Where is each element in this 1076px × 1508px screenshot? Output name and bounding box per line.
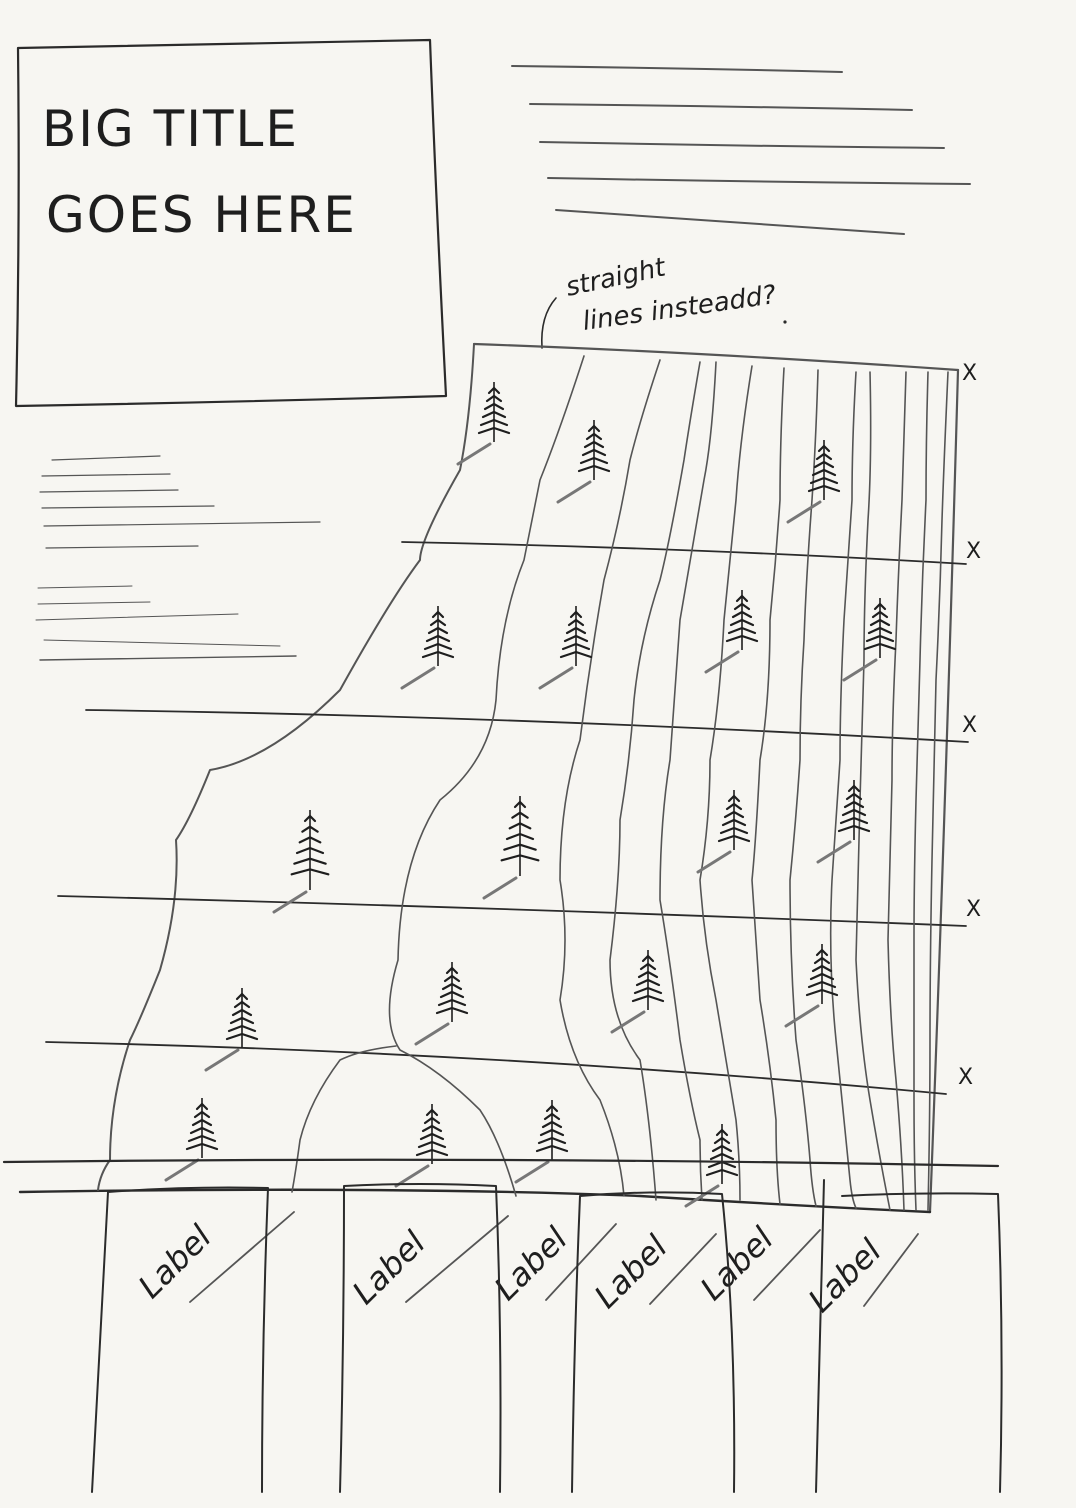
pine-tree-icon [610, 950, 665, 1034]
intro-text-placeholder [511, 65, 971, 235]
pine-tree-icon [556, 420, 611, 504]
pine-tree-icon [816, 780, 871, 864]
pine-tree-icon [394, 1104, 449, 1188]
pine-tree-icon [784, 944, 839, 1028]
annotation-note: straight lines insteadd? [540, 252, 787, 349]
title-line-2: GOES HERE [46, 186, 357, 244]
pine-tree-icon [272, 810, 330, 914]
row-marker-3: X [962, 713, 977, 738]
gridline-1 [401, 541, 967, 565]
title-line-1: BIG TITLE [42, 100, 299, 158]
pine-tree-icon [204, 988, 259, 1072]
pine-tree-icon [684, 1124, 739, 1208]
pine-tree-icon [696, 790, 751, 874]
card-4 [815, 1179, 1003, 1493]
card-2 [339, 1183, 502, 1493]
row-marker-1: X [962, 361, 977, 386]
pine-tree-icon [482, 796, 540, 900]
pine-tree-icon [414, 962, 469, 1046]
row-marker-4: X [966, 897, 981, 922]
x-label-2: Label [345, 1224, 433, 1312]
tree-icons [164, 382, 897, 1208]
pine-tree-icon [164, 1098, 219, 1182]
pine-tree-icon [456, 382, 511, 466]
pine-tree-icon [514, 1100, 569, 1184]
pine-tree-icon [400, 606, 455, 690]
footer-divider [2, 1158, 1000, 1168]
title-box: BIG TITLE GOES HERE [14, 38, 448, 408]
pine-tree-icon [704, 590, 759, 674]
gridline-4 [45, 1041, 947, 1095]
pine-tree-icon [786, 440, 841, 524]
card-1 [91, 1186, 269, 1493]
pine-tree-icon [842, 598, 897, 682]
gridline-2 [85, 709, 969, 743]
row-marker-2: X [966, 539, 981, 564]
x-label-6: Label [801, 1232, 889, 1320]
row-marker-5: X [958, 1065, 973, 1090]
body-text-placeholder [35, 455, 321, 661]
footer-cards [91, 1179, 1003, 1493]
card-3 [571, 1191, 736, 1493]
pine-tree-icon [538, 606, 593, 690]
x-label-5: Label [693, 1220, 781, 1308]
gridline-3 [57, 895, 967, 927]
x-axis-labels: Label Label Label Label Label Label [131, 1211, 919, 1320]
x-label-1: Label [131, 1218, 219, 1306]
annotation-line-1: straight [563, 252, 669, 302]
